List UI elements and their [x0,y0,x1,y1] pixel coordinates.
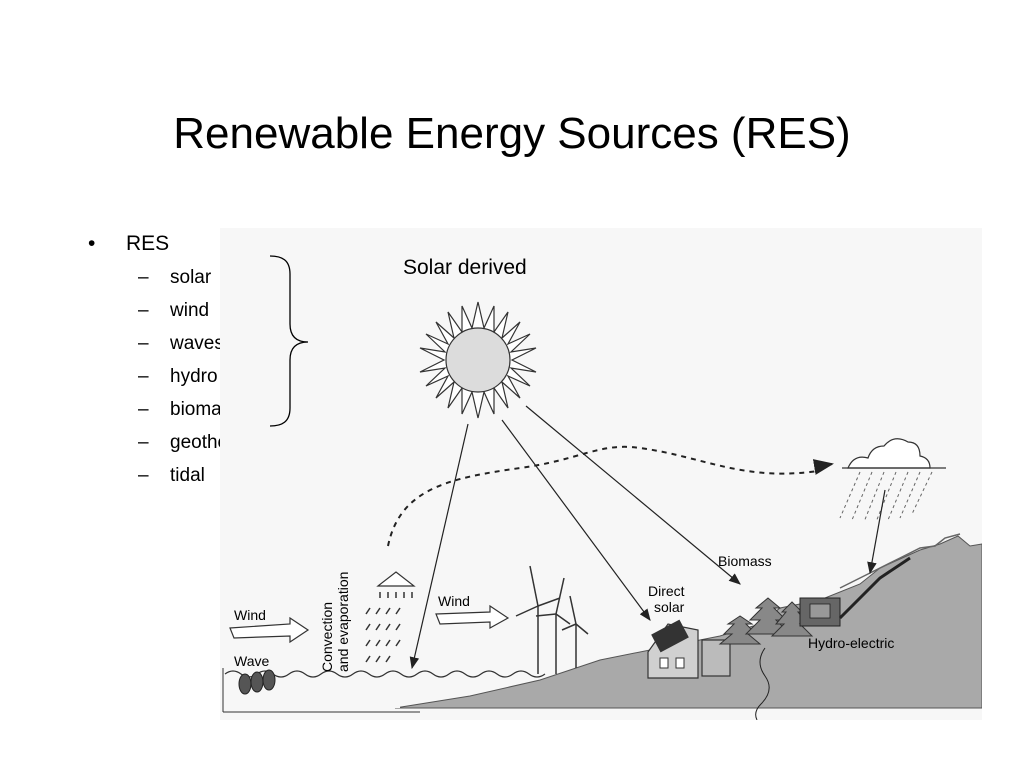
wind-turbine-icon [515,565,589,674]
label-direct-line1: Direct [648,583,685,599]
wave-line [224,670,546,678]
label-wind-left: Wind [234,607,266,623]
wind-arrow-mid-icon [435,604,510,630]
ray-to-biomass [525,405,741,585]
grouping-brace [269,255,309,427]
water-cycle-path [387,445,834,547]
solar-house-icon [647,619,731,679]
label-hydro-electric: Hydro-electric [808,635,894,651]
label-biomass: Biomass [718,553,772,569]
bullet-res-label: RES [126,232,170,255]
label-convection-line2: and evaporation [335,572,351,672]
land-terrain [394,535,982,709]
label-wave: Wave [234,653,269,669]
solar-derived-label: Solar derived [403,256,527,279]
ray-to-sea [409,423,469,670]
wave-device-icon [238,669,276,695]
label-convection-line1: Convection [319,602,335,672]
trees-icon [718,597,814,645]
hydro-plant-icon [799,556,911,627]
label-wind-mid: Wind [438,593,470,609]
sun-icon [419,301,537,419]
bullet-marker: • [88,232,96,255]
list-item-label: wind [170,300,210,321]
list-item-label: waves [170,333,224,354]
wind-arrow-left-icon [229,616,310,644]
dash-marker: – [138,267,149,288]
energy-flow-diagram: Wind Wave Convection and evaporation Win… [220,228,982,720]
slide-title: Renewable Energy Sources (RES) [173,109,851,158]
dash-marker: – [138,300,149,321]
dash-marker: – [138,399,149,420]
rain-icon [839,471,933,523]
dash-marker: – [138,366,149,387]
evaporation-icon [365,571,416,663]
river-line [755,647,770,720]
dash-marker: – [138,465,149,486]
ray-to-direct-solar [501,419,651,621]
list-item-label: solar [170,267,212,288]
dash-marker: – [138,432,149,453]
list-item-label: tidal [170,465,205,486]
list-item-label: hydro [170,366,218,387]
dash-marker: – [138,333,149,354]
rain-arrow [867,489,886,575]
label-direct-line2: solar [654,599,685,615]
cloud-icon [842,438,946,469]
